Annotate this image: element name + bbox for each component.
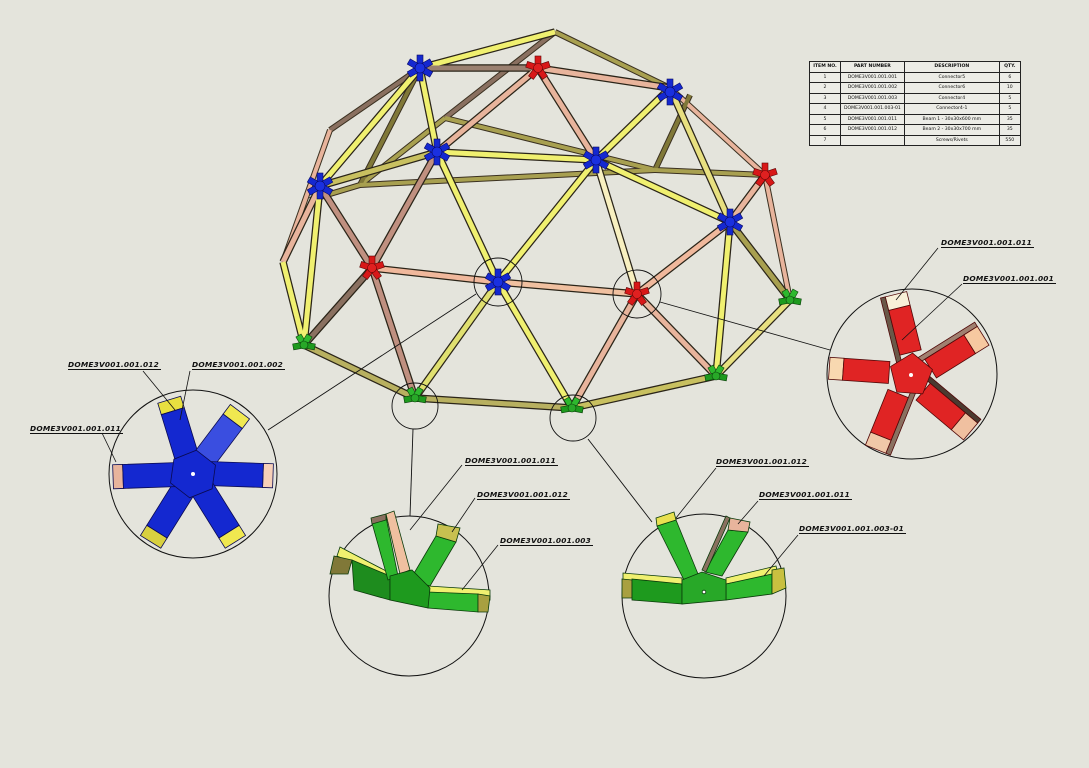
part-number: DOME3V001.001.002	[840, 82, 905, 94]
table-row: 5 DOME3V001.001.011 Beam 1 - 30x30x600 m…	[809, 113, 1021, 125]
detail-view-connector4-1	[621, 467, 799, 679]
description: Beam 1 - 30x30x600 mm	[903, 113, 1000, 125]
item-no: 2	[809, 82, 841, 94]
qty: 550	[998, 134, 1021, 146]
description: Screws/Rivets	[903, 134, 1000, 146]
table-row: 6 DOME3V001.001.012 Beam 2 - 30x30x700 m…	[809, 124, 1021, 136]
callout-blue-beam-top: DOME3V001.001.012	[68, 360, 161, 370]
table-row: 1 DOME3V001.001.001 Connector5 6	[809, 71, 1021, 83]
item-no: 6	[809, 124, 841, 136]
part-number: DOME3V001.001.011	[840, 113, 905, 125]
bom-header-row: ITEM NO. PART NUMBER DESCRIPTION QTY.	[809, 61, 1021, 73]
detail-view-connector4	[328, 464, 499, 677]
callout-green2-beam-b: DOME3V001.001.011	[759, 490, 852, 500]
callout-red-beam: DOME3V001.001.011	[941, 238, 1034, 248]
table-row: 7 Screws/Rivets 550	[809, 134, 1021, 146]
description: Beam 2 - 30x30x700 mm	[903, 124, 1000, 136]
part-number	[840, 134, 905, 146]
item-no: 1	[809, 71, 841, 83]
item-no: 4	[809, 103, 841, 115]
part-number: DOME3V001.001.003	[840, 92, 905, 104]
qty: 5	[998, 103, 1021, 115]
table-row: 3 DOME3V001.001.003 Connector4 5	[809, 92, 1021, 104]
col-part-number: PART NUMBER	[840, 61, 905, 73]
dome-back-beams	[280, 29, 793, 301]
part-number: DOME3V001.001.012	[840, 124, 905, 136]
callout-green2-beam-a: DOME3V001.001.012	[716, 457, 809, 467]
dome-front-beams	[279, 28, 793, 412]
item-no: 3	[809, 92, 841, 104]
callout-green1-connector: DOME3V001.001.003	[500, 536, 593, 546]
qty: 10	[998, 82, 1021, 94]
detail-view-connector5	[826, 247, 998, 460]
item-no: 5	[809, 113, 841, 125]
description: Connector4	[903, 92, 1000, 104]
table-row: 2 DOME3V001.001.002 Connector6 10	[809, 82, 1021, 94]
detail-view-connector6	[101, 370, 278, 559]
item-no: 7	[809, 134, 841, 146]
callout-blue-beam-left: DOME3V001.001.011	[30, 424, 123, 434]
qty: 35	[998, 113, 1021, 125]
description: Connector5	[903, 71, 1000, 83]
col-item-no: ITEM NO.	[809, 61, 841, 73]
qty: 5	[998, 92, 1021, 104]
part-number: DOME3V001.001.003-01	[840, 103, 905, 115]
qty: 35	[998, 124, 1021, 136]
callout-red-connector: DOME3V001.001.001	[963, 274, 1056, 284]
table-row: 4 DOME3V001.001.003-01 Connector4-1 5	[809, 103, 1021, 115]
callout-green2-connector: DOME3V001.001.003-01	[799, 524, 906, 534]
description: Connector6	[903, 82, 1000, 94]
part-number: DOME3V001.001.001	[840, 71, 905, 83]
col-description: DESCRIPTION	[903, 61, 1000, 73]
callout-green1-beam-b: DOME3V001.001.012	[477, 490, 570, 500]
callout-green1-beam-a: DOME3V001.001.011	[465, 456, 558, 466]
description: Connector4-1	[903, 103, 1000, 115]
detail-markers	[267, 257, 831, 523]
col-qty: QTY.	[998, 61, 1021, 73]
bill-of-materials-table: ITEM NO. PART NUMBER DESCRIPTION QTY. 1 …	[809, 61, 1021, 146]
callout-blue-connector: DOME3V001.001.002	[192, 360, 285, 370]
qty: 6	[998, 71, 1021, 83]
